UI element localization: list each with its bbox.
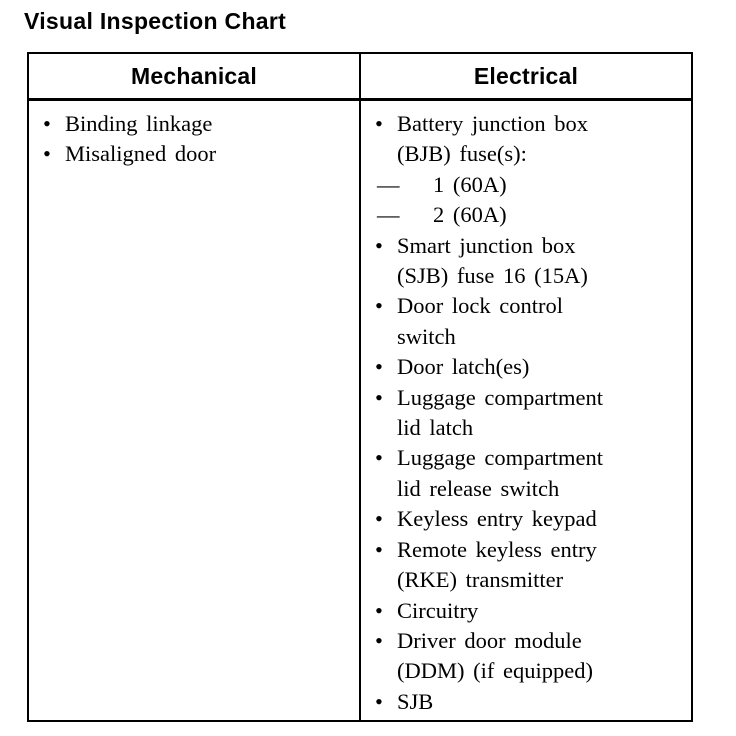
list-item: • Keyless entry keypad [361, 504, 689, 534]
visual-inspection-table: Mechanical Electrical • Binding linkage •… [27, 52, 693, 722]
bullet-marker: • [43, 111, 51, 136]
list-item: • SJB [361, 687, 689, 717]
list-item-text: Binding linkage [65, 111, 213, 136]
bullet-marker: • [375, 111, 383, 136]
list-item: • Driver door module (DDM) (if equipped) [361, 626, 689, 687]
list-item-text: Door latch(es) [397, 354, 530, 380]
bullet-marker: • [375, 354, 383, 380]
list-item: • Misaligned door [29, 139, 357, 169]
dash-marker: — [377, 171, 400, 197]
list-item: • Smart junction box (SJB) fuse 16 (15A) [361, 231, 689, 292]
list-item: • Door latch(es) [361, 352, 689, 382]
list-item: • Door lock control switch [361, 291, 689, 352]
dash-marker: — [377, 202, 400, 228]
list-item-text: Luggage compartment lid release switch [397, 445, 604, 501]
list-item-text: Luggage compartment lid latch [397, 384, 604, 441]
bullet-marker: • [375, 232, 383, 258]
list-subitem: — 1 (60A) [361, 170, 689, 200]
table-body-row: • Binding linkage • Misaligned door • Batte… [29, 101, 691, 720]
list-item-text: 2 (60A) [433, 202, 507, 228]
table-header-row: Mechanical Electrical [29, 54, 691, 101]
list-item: • Remote keyless entry (RKE) transmitter [361, 535, 689, 596]
bullet-marker: • [375, 597, 383, 623]
list-item-text: Keyless entry keypad [397, 506, 597, 532]
list-item: • Luggage compartment lid latch [361, 383, 689, 444]
list-item-text: Remote keyless entry (RKE) transmitter [397, 536, 597, 593]
electrical-cell: • Battery junction box (BJB) fuse(s): — 1 … [359, 101, 691, 720]
list-item-text: Driver door module (DDM) (if equipped) [397, 627, 593, 684]
list-item-text: 1 (60A) [433, 171, 507, 197]
list-item-text: SJB [397, 688, 434, 714]
list-item-text: Battery junction box (BJB) fuse(s): [397, 111, 588, 167]
column-header-mechanical: Mechanical [131, 62, 257, 89]
bullet-marker: • [375, 293, 383, 319]
bullet-marker: • [375, 627, 383, 653]
bullet-marker: • [43, 141, 51, 167]
list-item-text: Misaligned door [65, 141, 217, 167]
bullet-marker: • [375, 688, 383, 714]
list-item-text: Door lock control switch [397, 293, 563, 349]
list-item: • Battery junction box (BJB) fuse(s): [361, 109, 689, 170]
list-item: • Circuitry [361, 596, 689, 626]
mechanical-cell: • Binding linkage • Misaligned door [29, 101, 359, 720]
list-item: • Binding linkage [29, 109, 357, 139]
list-item-text: Circuitry [397, 597, 479, 623]
bullet-marker: • [375, 506, 383, 532]
bullet-marker: • [375, 384, 383, 410]
column-header-electrical: Electrical [359, 54, 691, 98]
list-item-text: Smart junction box (SJB) fuse 16 (15A) [397, 232, 588, 289]
list-item: • Luggage compartment lid release switch [361, 443, 689, 504]
bullet-marker: • [375, 445, 383, 471]
page-title: Visual Inspection Chart [24, 8, 287, 34]
bullet-marker: • [375, 536, 383, 562]
list-subitem: — 2 (60A) [361, 200, 689, 230]
